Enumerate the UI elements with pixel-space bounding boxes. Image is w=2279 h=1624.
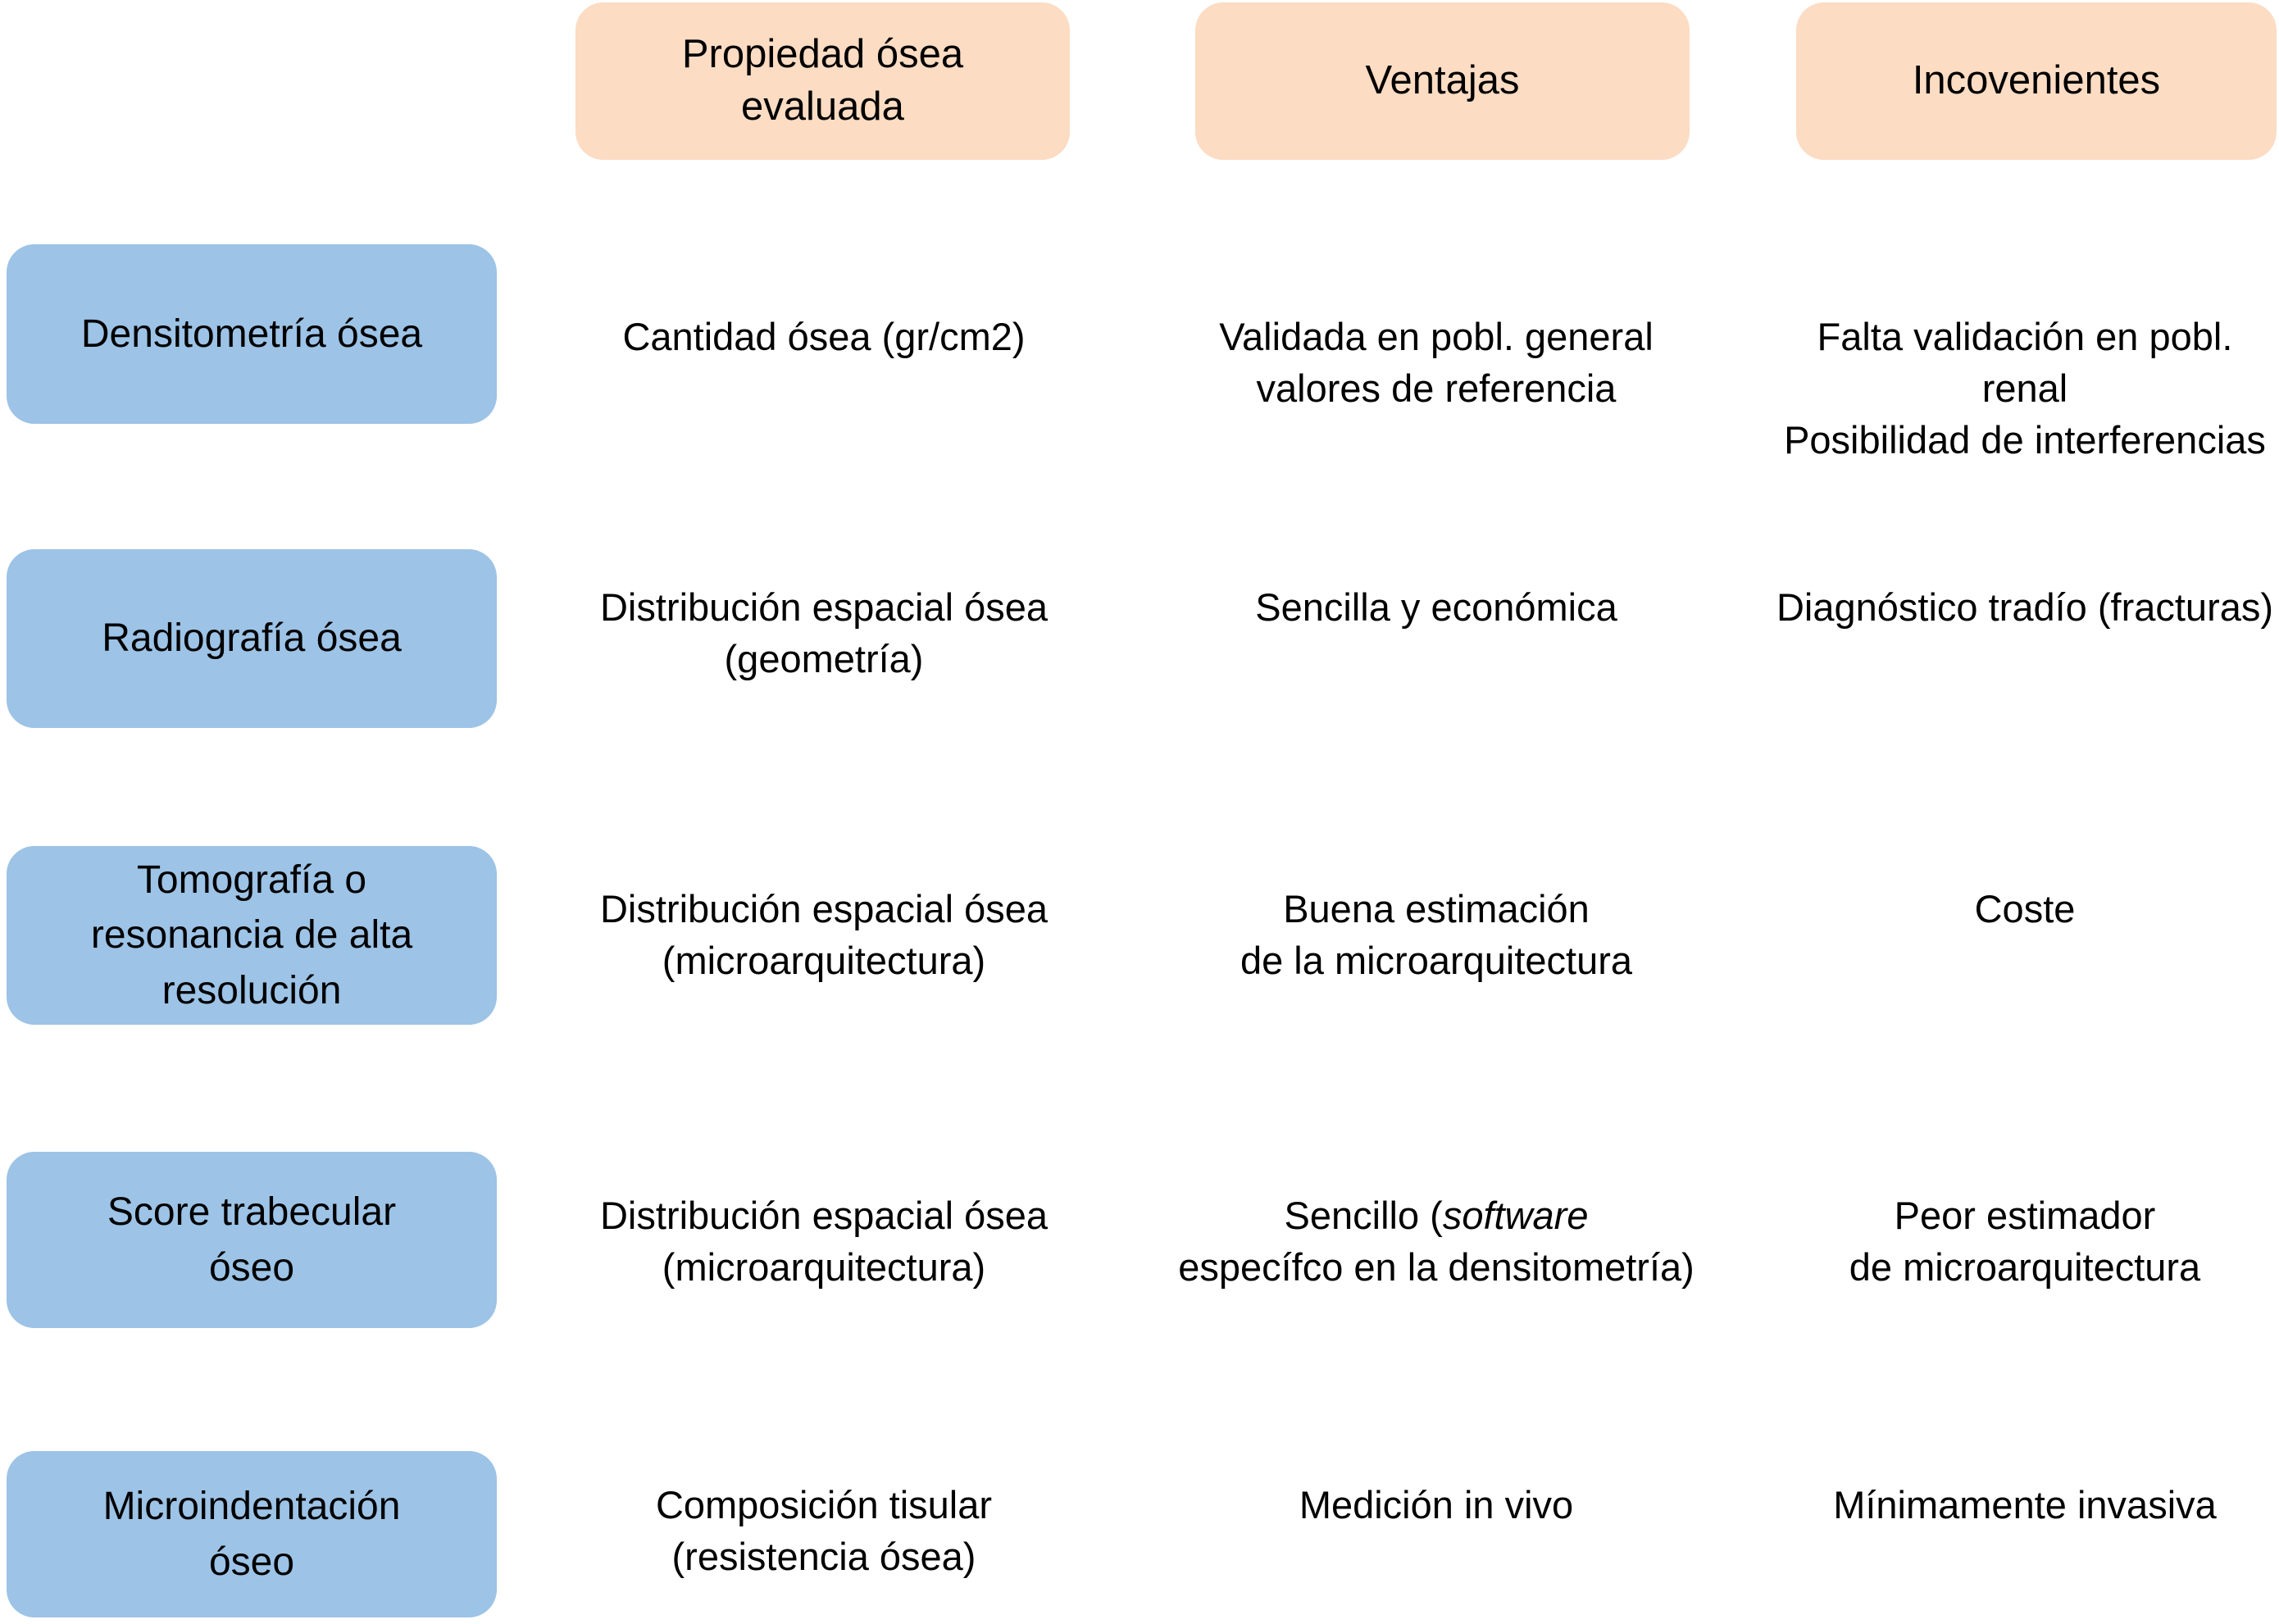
row-label-text: Radiografía ósea xyxy=(102,616,402,661)
column-header-disadvantages: Incovenientes xyxy=(1796,2,2277,160)
cell-disadvantages: Mínimamente invasiva xyxy=(1833,1483,2217,1526)
cell-advantages: Validada en pobl. general valores de ref… xyxy=(1219,315,1654,410)
cell-advantages: Sencilla y económica xyxy=(1255,585,1617,629)
cell-disadvantages: Falta validación en pobl. renal Posibili… xyxy=(1784,315,2266,462)
cell-property: Distribución espacial ósea (microarquite… xyxy=(599,1194,1048,1289)
cell-property: Distribución espacial ósea (microarquite… xyxy=(599,887,1048,982)
row-label-text: Tomografía o resonancia de alta resoluci… xyxy=(90,858,413,1012)
cell-disadvantages: Coste xyxy=(1974,887,2076,930)
row-label-text: Score trabecular óseo xyxy=(107,1190,397,1290)
column-header-advantages-label: Ventajas xyxy=(1365,58,1520,103)
cell-advantages: Buena estimación de la microarquitectura xyxy=(1240,887,1633,982)
cell-property: Composición tisular (resistencia ósea) xyxy=(655,1483,993,1578)
row-label-radiografia: Radiografía ósea xyxy=(7,549,497,728)
cell-property: Distribución espacial ósea (geometría) xyxy=(599,585,1048,680)
cell-advantages: Sencillo (software específco en la densi… xyxy=(1178,1194,1694,1289)
column-header-disadvantages-label: Incovenientes xyxy=(1912,58,2161,103)
row-label-densitometria: Densitometría ósea xyxy=(7,244,497,424)
row-label-microindentacion: Microindentación óseo xyxy=(7,1451,497,1617)
column-header-advantages: Ventajas xyxy=(1195,2,1690,160)
cell-disadvantages: Diagnóstico tradío (fracturas) xyxy=(1776,585,2274,629)
row-label-text: Densitometría ósea xyxy=(80,312,423,356)
cell-advantages: Medición in vivo xyxy=(1299,1483,1574,1526)
column-header-property-label: Propiedad ósea evaluada xyxy=(681,32,964,129)
row-label-text: Microindentación óseo xyxy=(102,1485,401,1584)
row-label-score-trabecular: Score trabecular óseo xyxy=(7,1152,497,1328)
row-label-tomografia-resonancia: Tomografía o resonancia de alta resoluci… xyxy=(7,846,497,1025)
cell-property: Cantidad ósea (gr/cm2) xyxy=(622,315,1026,358)
cell-disadvantages: Peor estimador de microarquitectura xyxy=(1849,1194,2201,1289)
column-header-property: Propiedad ósea evaluada xyxy=(575,2,1070,160)
